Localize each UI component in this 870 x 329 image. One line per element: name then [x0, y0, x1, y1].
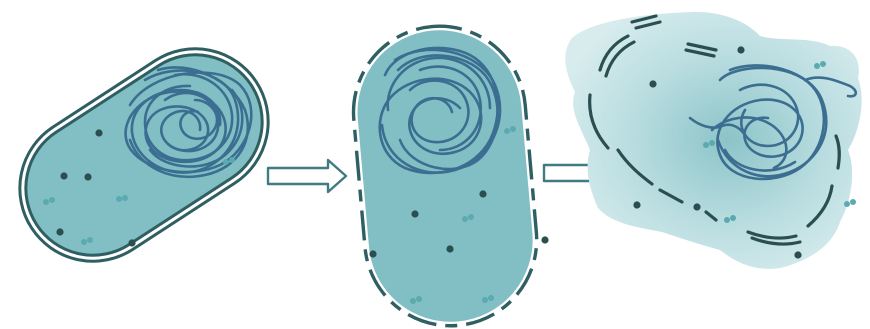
right-arrow-icon [268, 160, 346, 192]
lysed-cell [565, 12, 861, 269]
cytoplasm [351, 23, 540, 328]
membrane-breaking [346, 19, 548, 329]
intact-cell [0, 21, 296, 289]
